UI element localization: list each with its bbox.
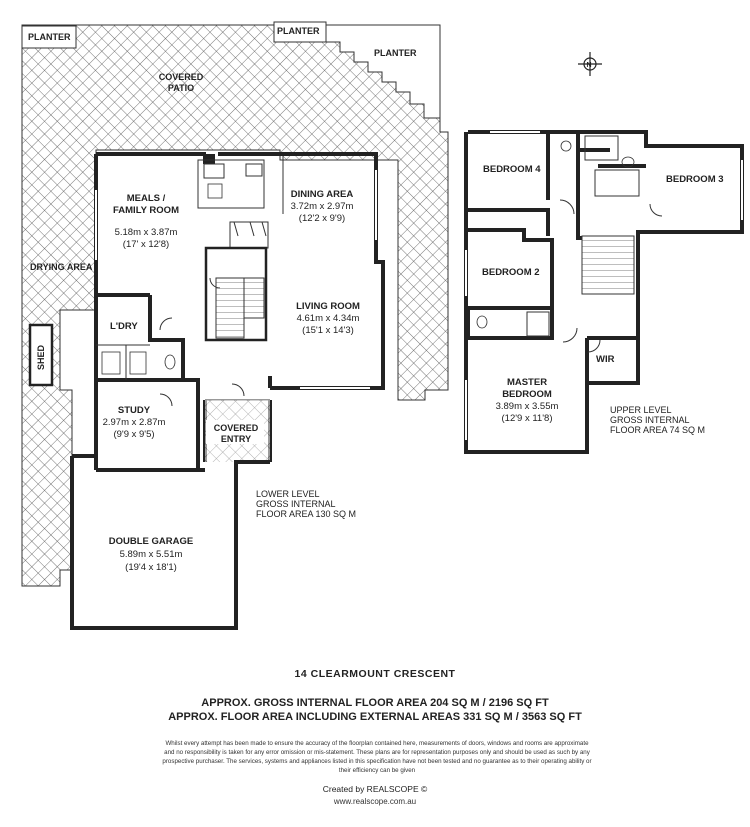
- garage-metric: 5.89m x 5.51m: [120, 549, 183, 560]
- dining-imperial: (12'2 x 9'9): [299, 213, 345, 224]
- dining-metric: 3.72m x 2.97m: [291, 201, 354, 212]
- study-name: STUDY: [118, 405, 151, 416]
- bedroom3-label: BEDROOM 3: [666, 174, 724, 185]
- planter-left-box: [21, 25, 77, 49]
- floor-plan-drawing: N PLANTER PLANTER PLANTER COVERED PATIO …: [21, 21, 744, 630]
- bedroom2-label: BEDROOM 2: [482, 267, 540, 278]
- meals-name-1: MEALS /: [127, 193, 166, 204]
- upper-area-2: GROSS INTERNAL: [610, 415, 690, 425]
- master-metric: 3.89m x 3.55m: [496, 401, 559, 412]
- meals-name-2: FAMILY ROOM: [113, 205, 179, 216]
- disclaimer-text: Whilst every attempt has been made to en…: [162, 740, 592, 775]
- compass-label: N: [587, 62, 592, 69]
- laundry-label: L'DRY: [110, 321, 138, 332]
- lower-area-1: LOWER LEVEL: [256, 489, 320, 499]
- lower-level-walls: [70, 152, 385, 630]
- upper-level-walls: [464, 130, 744, 454]
- external-hatched-areas: [21, 21, 449, 587]
- creator-credit: Created by REALSCOPE ©: [322, 784, 428, 794]
- website-link[interactable]: www.realscope.com.au: [333, 797, 417, 806]
- meals-imperial: (17' x 12'8): [123, 239, 169, 250]
- gross-internal-area: APPROX. GROSS INTERNAL FLOOR AREA 204 SQ…: [201, 697, 549, 709]
- garage-name: DOUBLE GARAGE: [109, 536, 193, 547]
- covered-patio-label-2: PATIO: [168, 83, 194, 93]
- total-external-area: APPROX. FLOOR AREA INCLUDING EXTERNAL AR…: [168, 711, 582, 723]
- master-name-1: MASTER: [507, 377, 547, 388]
- shed-label: SHED: [36, 344, 46, 370]
- planter-left-label: PLANTER: [28, 32, 71, 42]
- covered-patio-label-1: COVERED: [159, 72, 204, 82]
- living-name: LIVING ROOM: [296, 301, 360, 312]
- lower-area-3: FLOOR AREA 130 SQ M: [256, 509, 356, 519]
- wir-label: WIR: [596, 354, 615, 365]
- bedroom4-label: BEDROOM 4: [483, 164, 541, 175]
- covered-entry-label-2: ENTRY: [221, 434, 251, 444]
- north-compass-icon: N: [578, 52, 602, 76]
- upper-area-1: UPPER LEVEL: [610, 405, 672, 415]
- covered-entry-label-1: COVERED: [214, 423, 259, 433]
- shed-box: [28, 323, 54, 387]
- dining-name: DINING AREA: [291, 189, 354, 200]
- property-address: 14 CLEARMOUNT CRESCENT: [294, 668, 456, 680]
- study-imperial: (9'9 x 9'5): [113, 429, 154, 440]
- master-imperial: (12'9 x 11'8): [502, 413, 553, 424]
- upper-level-labels: BEDROOM 4 BEDROOM 3 BEDROOM 2 MASTER BED…: [482, 164, 724, 435]
- garage-imperial: (19'4 x 18'1): [125, 562, 177, 573]
- study-metric: 2.97m x 2.87m: [103, 417, 166, 428]
- drying-area-label: DRYING AREA: [30, 262, 93, 272]
- living-imperial: (15'1 x 14'3): [302, 325, 354, 336]
- lower-level-labels: PLANTER PLANTER PLANTER COVERED PATIO DR…: [28, 26, 417, 573]
- upper-area-3: FLOOR AREA 74 SQ M: [610, 425, 705, 435]
- master-name-2: BEDROOM: [502, 389, 552, 400]
- lower-area-2: GROSS INTERNAL: [256, 499, 336, 509]
- planter-right-label: PLANTER: [374, 48, 417, 58]
- living-metric: 4.61m x 4.34m: [297, 313, 360, 324]
- planter-mid-label: PLANTER: [277, 26, 320, 36]
- meals-metric: 5.18m x 3.87m: [115, 227, 178, 238]
